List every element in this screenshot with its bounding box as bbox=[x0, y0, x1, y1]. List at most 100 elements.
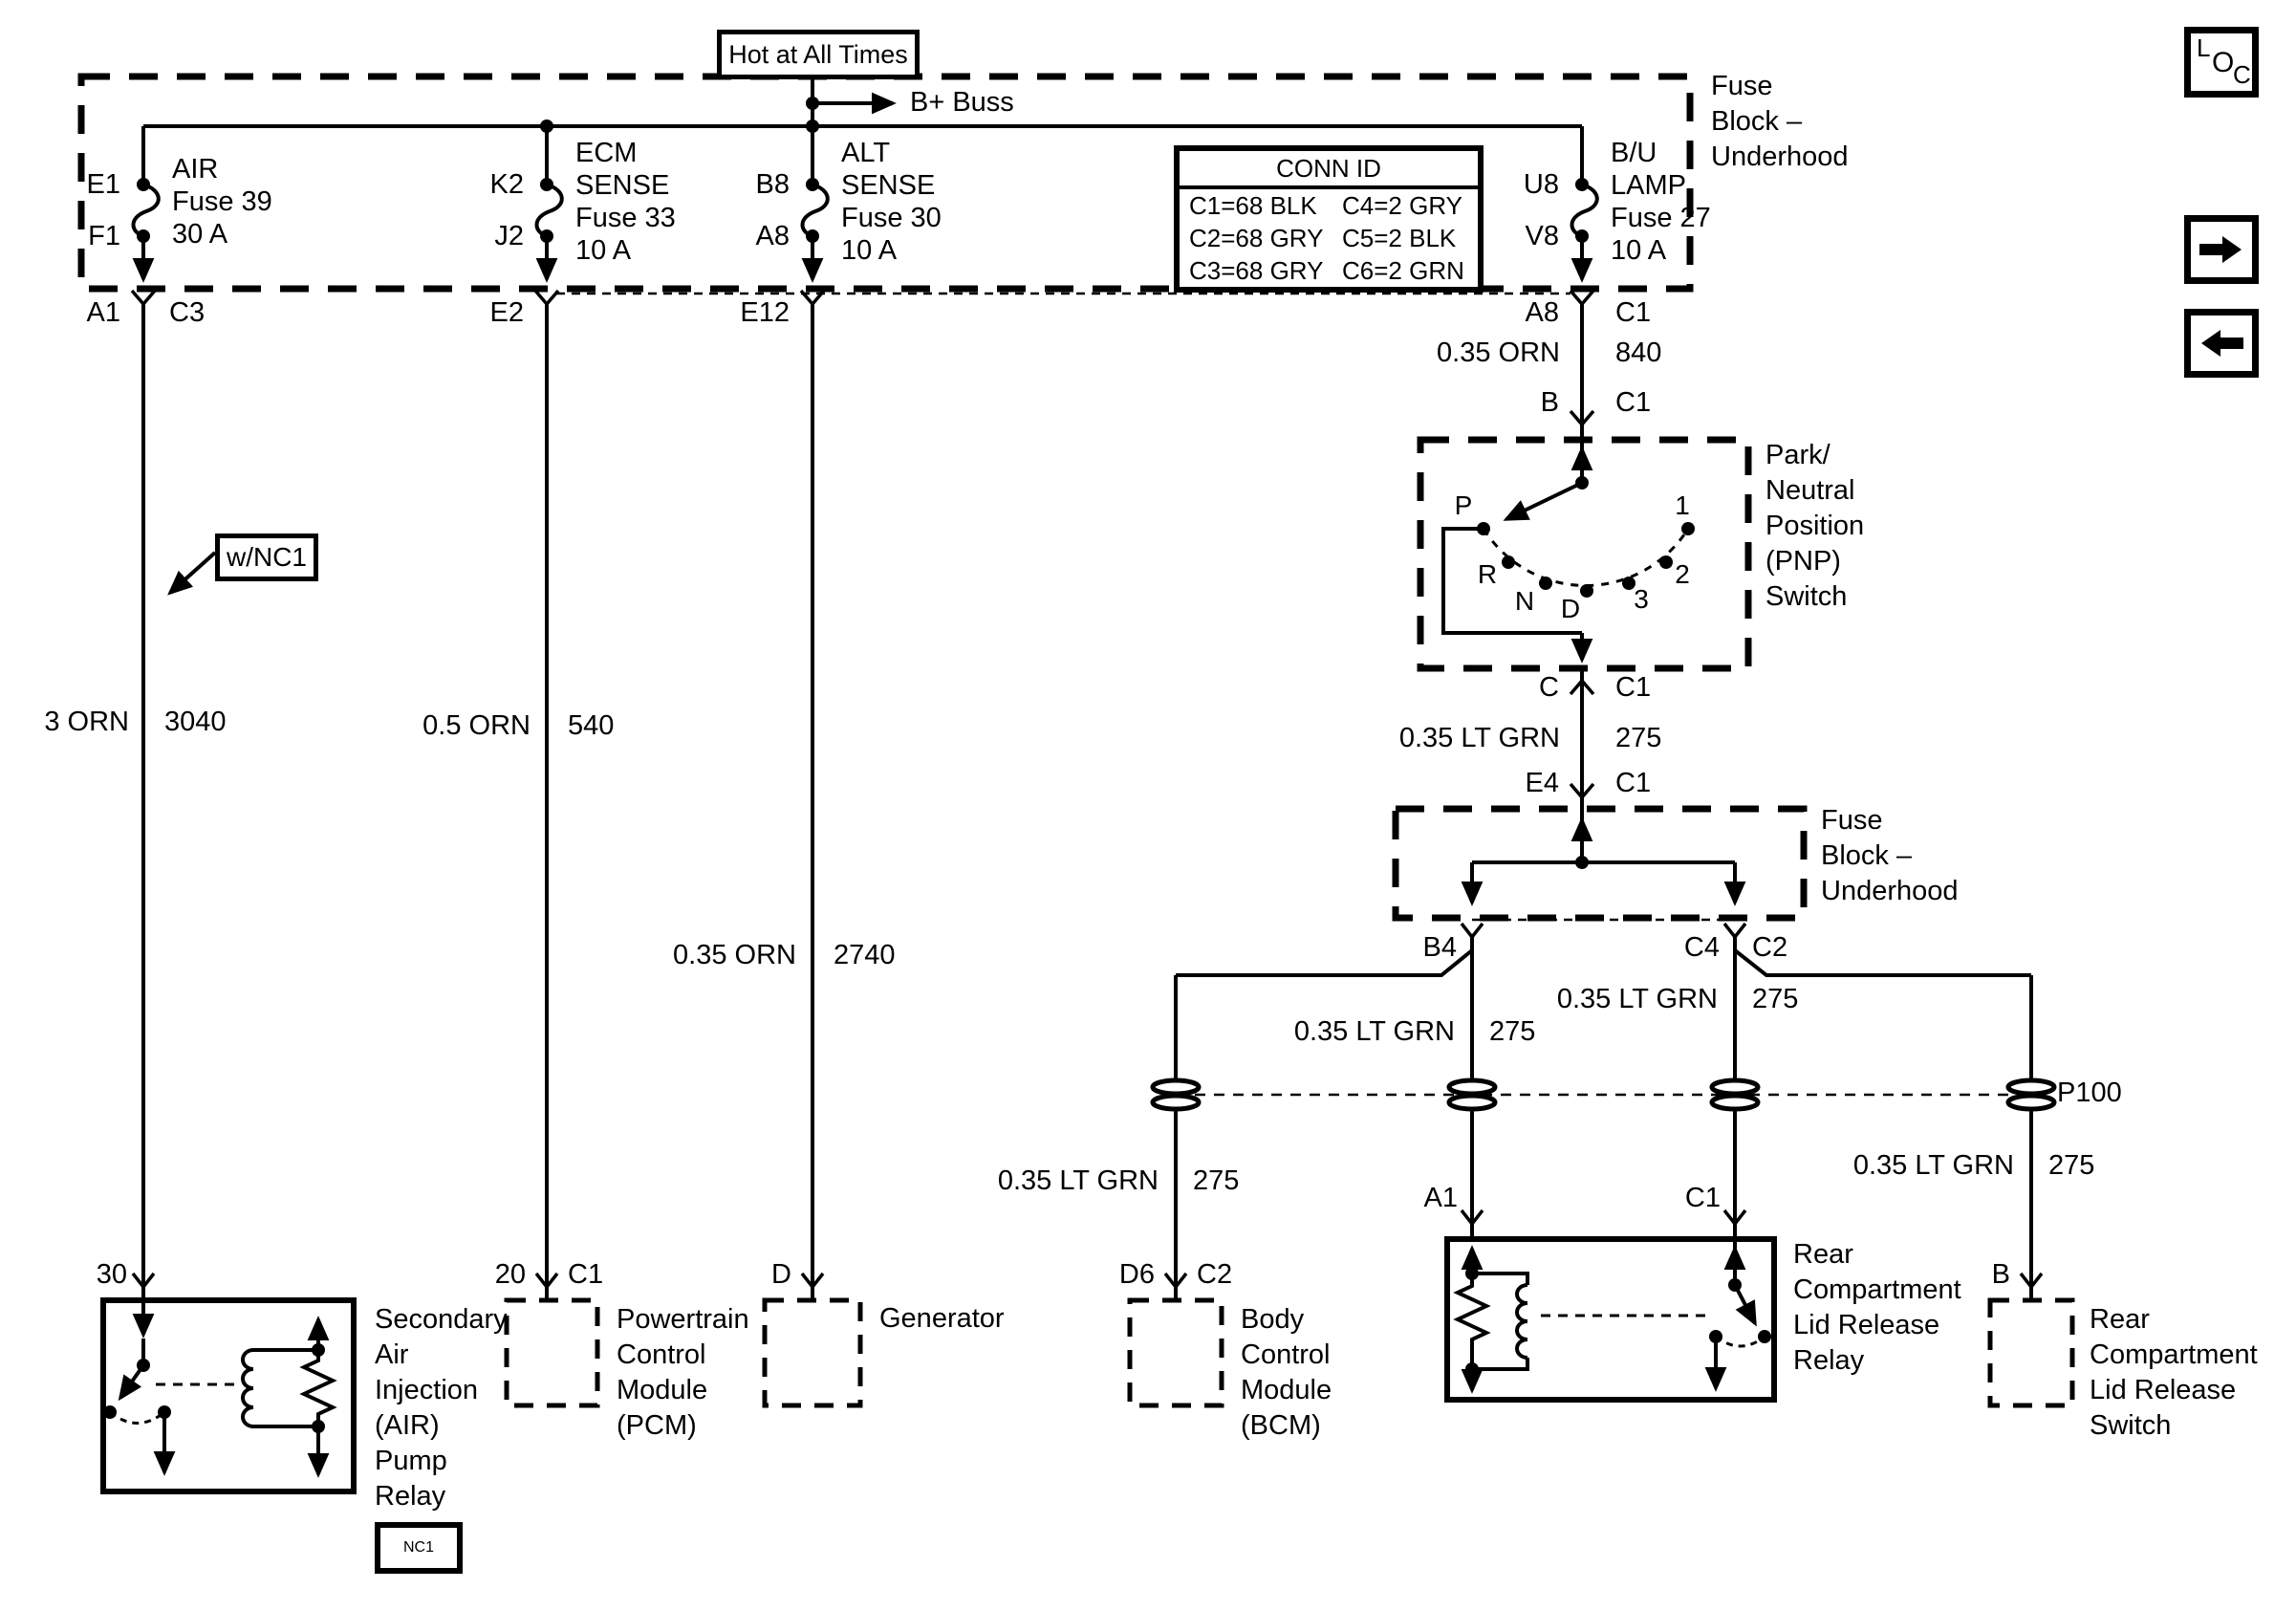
wire-ecm-spec: 0.5 ORN bbox=[422, 710, 531, 741]
flow-arrows bbox=[118, 92, 1757, 1478]
fuse-symbols bbox=[131, 183, 1599, 238]
wire-pnp-in-circuit: 840 bbox=[1615, 337, 1662, 368]
pin-c-c1: C1 bbox=[1615, 672, 1652, 703]
lid-release-relay-box bbox=[1444, 1236, 1777, 1403]
fuse-block-lower-label: Fuse Block – Underhood bbox=[1821, 805, 1959, 906]
lid-relay-label: Rear Compartment Lid Release Relay bbox=[1793, 1239, 1961, 1376]
pin-lid-relay-c1: C1 bbox=[1684, 1183, 1721, 1213]
fuse2-pin-top: K2 bbox=[489, 169, 524, 200]
pin-a8-c1: C1 bbox=[1615, 297, 1652, 328]
bcm-box bbox=[1127, 1297, 1224, 1408]
air-relay-label: Secondary Air Injection (AIR) Pump Relay bbox=[375, 1304, 508, 1512]
wire-pnp-out-spec: 0.35 LT GRN bbox=[1398, 723, 1560, 753]
fuse3-pin-bottom: A8 bbox=[755, 221, 790, 251]
pin-20: 20 bbox=[494, 1259, 526, 1290]
bplus-buss-label: B+ Buss bbox=[910, 87, 1014, 118]
pin-b4: B4 bbox=[1422, 932, 1457, 963]
pin-switch-b: B bbox=[1991, 1259, 2010, 1290]
wire-bcm-circuit: 275 bbox=[1193, 1165, 1240, 1196]
pin-d6: D6 bbox=[1118, 1259, 1155, 1290]
conn-id-title: CONN ID bbox=[1180, 151, 1478, 189]
wire-a1-circuit: 275 bbox=[1489, 1016, 1536, 1047]
fuse4-pin-bottom: V8 bbox=[1525, 221, 1559, 251]
pnp-pos-3: 3 bbox=[1634, 584, 1649, 614]
prev-page-button[interactable] bbox=[2184, 309, 2259, 378]
pnp-switch-label: Park/ Neutral Position (PNP) Switch bbox=[1765, 440, 1865, 612]
wire-alt-spec: 0.35 ORN bbox=[673, 940, 796, 970]
hot-at-all-times-label: Hot at All Times bbox=[717, 30, 920, 79]
fuse3-name: ALT SENSE Fuse 30 10 A bbox=[841, 138, 942, 266]
wire-pnp-out-circuit: 275 bbox=[1615, 723, 1662, 753]
fuse3-pin-top: B8 bbox=[755, 169, 790, 200]
pnp-pos-n: N bbox=[1514, 586, 1535, 616]
pcm-label: Powertrain Control Module (PCM) bbox=[617, 1304, 749, 1441]
left-arrow-icon bbox=[2201, 330, 2243, 357]
wire-air-circuit: 3040 bbox=[164, 707, 227, 737]
pin-c4: C4 bbox=[1683, 932, 1720, 963]
power-bus-wires bbox=[141, 69, 2033, 1300]
lid-switch-box bbox=[1987, 1297, 2075, 1408]
pin-a8: A8 bbox=[1525, 297, 1559, 328]
wire-switch-circuit: 275 bbox=[2048, 1150, 2095, 1181]
pnp-pos-2: 2 bbox=[1675, 559, 1690, 589]
wire-alt-circuit: 2740 bbox=[834, 940, 896, 970]
pin-c: C bbox=[1539, 672, 1559, 703]
pin-a1: A1 bbox=[86, 297, 120, 328]
connector-body-lines bbox=[556, 292, 1735, 922]
pnp-switch-box bbox=[1417, 436, 1752, 672]
generator-box bbox=[762, 1297, 863, 1408]
air-pump-relay-box bbox=[100, 1297, 357, 1494]
pin-e4-c1: C1 bbox=[1615, 768, 1652, 798]
pin-lid-relay-a1: A1 bbox=[1423, 1183, 1458, 1213]
pnp-pos-p: P bbox=[1454, 490, 1473, 520]
wire-ecm-circuit: 540 bbox=[568, 710, 615, 741]
next-page-button[interactable] bbox=[2184, 215, 2259, 284]
wire-pnp-in-spec: 0.35 ORN bbox=[1437, 337, 1560, 368]
pin-e4: E4 bbox=[1525, 768, 1559, 798]
lid-switch-label: Rear Compartment Lid Release Switch bbox=[2090, 1304, 2258, 1441]
wire-switch-spec: 0.35 LT GRN bbox=[1852, 1150, 2014, 1181]
pin-c3: C3 bbox=[169, 297, 206, 328]
pnp-switch-symbol bbox=[1482, 528, 1690, 587]
pnp-pos-r: R bbox=[1477, 559, 1498, 589]
air-relay-symbol bbox=[109, 1339, 337, 1428]
wnc1-callout: w/NC1 bbox=[215, 533, 318, 581]
pin-c2: C2 bbox=[1752, 932, 1788, 963]
fuse2-name: ECM SENSE Fuse 33 10 A bbox=[575, 138, 676, 266]
fuse-block-underhood-lower-box bbox=[1392, 805, 1808, 922]
pin-b: B bbox=[1540, 387, 1559, 418]
pin-e12: E12 bbox=[740, 297, 790, 328]
fuse1-pin-top: E1 bbox=[86, 169, 120, 200]
wire-c4-spec: 0.35 LT GRN bbox=[1556, 984, 1718, 1014]
fuse-block-top-label: Fuse Block – Underhood bbox=[1711, 71, 1849, 172]
lid-relay-symbol bbox=[1453, 1239, 1765, 1371]
loc-letter-l: L bbox=[2197, 33, 2211, 62]
wire-air-spec: 3 ORN bbox=[44, 707, 129, 737]
p100-label: P100 bbox=[2057, 1078, 2122, 1108]
bcm-label: Body Control Module (BCM) bbox=[1241, 1304, 1332, 1441]
loc-button[interactable]: L O C bbox=[2184, 27, 2259, 98]
fuse2-pin-bottom: J2 bbox=[494, 221, 524, 251]
fuse1-name: AIR Fuse 39 30 A bbox=[172, 154, 272, 250]
pin-30: 30 bbox=[96, 1259, 127, 1290]
pin-pcm-c1: C1 bbox=[568, 1259, 604, 1290]
wire-a1-spec: 0.35 LT GRN bbox=[1293, 1016, 1455, 1047]
fuse4-name: B/U LAMP Fuse 27 10 A bbox=[1611, 138, 1711, 266]
fuse4-pin-top: U8 bbox=[1523, 169, 1559, 200]
pin-b-c1: C1 bbox=[1615, 387, 1652, 418]
junction-dots bbox=[103, 97, 1771, 1433]
pcm-box bbox=[504, 1297, 600, 1408]
pnp-pos-d: D bbox=[1560, 594, 1581, 623]
fuse1-pin-bottom: F1 bbox=[88, 221, 120, 251]
grommet-icons bbox=[1150, 1078, 2057, 1112]
pin-bcm-c2: C2 bbox=[1197, 1259, 1233, 1290]
pnp-pos-1: 1 bbox=[1675, 490, 1690, 520]
generator-label: Generator bbox=[879, 1303, 1005, 1334]
pin-e2: E2 bbox=[489, 297, 524, 328]
wire-c4-circuit: 275 bbox=[1752, 984, 1799, 1014]
